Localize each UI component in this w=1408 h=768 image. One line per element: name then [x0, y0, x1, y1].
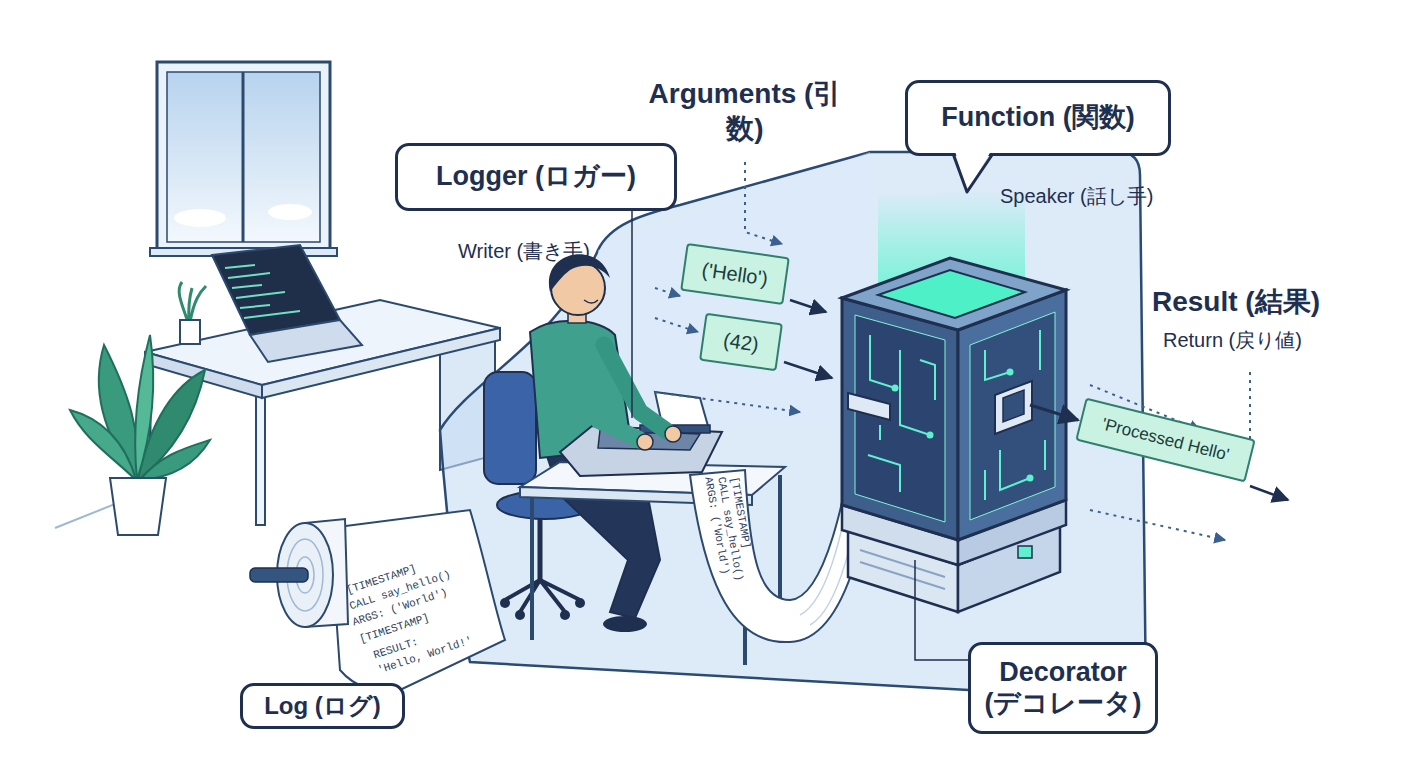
chair: [560, 610, 570, 620]
node-title: Decorator (デコレータ): [971, 655, 1155, 721]
leader-line: [632, 211, 968, 660]
person: [584, 300, 598, 303]
window: [150, 62, 337, 256]
window: [242, 72, 245, 242]
callout-label: Result (結果): [1152, 285, 1320, 319]
floor-plant: [135, 335, 153, 480]
floor-plant: [110, 478, 166, 535]
work-table: [530, 497, 534, 640]
function-server: [985, 330, 1045, 500]
function-server: [892, 385, 899, 392]
dotted-guide: [1090, 510, 1225, 540]
floor-plant: [70, 410, 136, 480]
function-server: [1018, 546, 1032, 558]
work-table: [778, 475, 782, 605]
bubble-tail: [953, 154, 993, 193]
log-roll: [250, 568, 308, 582]
person-arms: [556, 345, 681, 450]
function-server: [842, 298, 958, 540]
laptop: [250, 320, 362, 362]
window: [157, 62, 330, 252]
function-server: [1003, 390, 1024, 422]
function-server: [842, 190, 1066, 612]
window: [167, 72, 320, 242]
callout-sublabel: Return (戻り値): [1163, 328, 1302, 352]
callout-box: Decorator (デコレータ): [968, 642, 1158, 734]
person-arms: [665, 426, 681, 442]
function-server: [855, 315, 945, 522]
node-title: Log (ログ): [258, 690, 387, 722]
person-arms: [604, 345, 668, 432]
floor-plant: [70, 335, 210, 535]
window: [268, 204, 312, 220]
dotted-guide: [655, 162, 1250, 540]
function-server: [842, 258, 1066, 330]
flow-arrow: [790, 300, 826, 312]
function-server: [958, 290, 1066, 540]
function-server: [995, 381, 1032, 434]
callout-label: Arguments (引数): [645, 76, 845, 146]
log-roll: [330, 510, 505, 692]
laptop: [212, 245, 362, 362]
node-title: Logger (ロガー): [430, 159, 642, 194]
dotted-guide: [655, 318, 698, 332]
node-subtitle: Speaker (話し手): [1000, 183, 1153, 210]
flow-arrow: [784, 362, 832, 378]
dotted-guide: [655, 392, 800, 412]
decorator-enclosure: [440, 152, 1146, 700]
laptop: [212, 245, 340, 335]
leader-line: [915, 560, 968, 660]
node-subtitle: Writer (書き手): [458, 238, 590, 265]
function-server: [1007, 369, 1014, 376]
person-arms: [637, 434, 653, 450]
desk-plant: [179, 282, 206, 344]
function-server: [970, 312, 1055, 520]
chair: [484, 372, 536, 484]
function-server: [848, 393, 890, 420]
function-server: [927, 432, 934, 439]
chair: [575, 598, 585, 608]
chair: [538, 515, 543, 580]
decorator-enclosure: [440, 152, 1146, 700]
function-server: [1027, 475, 1034, 482]
flow-arrow: [1250, 486, 1288, 500]
desk-plant: [179, 282, 206, 322]
side-desk: [256, 395, 265, 525]
log-roll: [250, 510, 505, 692]
flow-arrow: [1030, 405, 1078, 420]
leader-line: [631, 211, 633, 418]
callout-box: Log (ログ): [240, 683, 405, 729]
floor-plant: [140, 440, 210, 480]
window: [174, 209, 226, 227]
laptop: [225, 265, 300, 318]
node-title: (42): [716, 325, 767, 358]
function-server: [878, 270, 1025, 318]
dotted-guide: [655, 288, 680, 296]
chair: [515, 610, 525, 620]
chair: [500, 598, 510, 608]
callout-bubble: Function (関数)Speaker (話し手): [905, 80, 1171, 156]
person: [603, 616, 647, 632]
node-title: ('Hello'): [694, 255, 776, 293]
desk-plant: [180, 320, 200, 344]
callout-box: Logger (ロガー)Writer (書き手): [395, 143, 677, 211]
bubble-tail: [953, 152, 997, 198]
chair: [505, 580, 580, 612]
node-title: Function (関数): [935, 100, 1140, 135]
dotted-guide: [745, 162, 782, 244]
